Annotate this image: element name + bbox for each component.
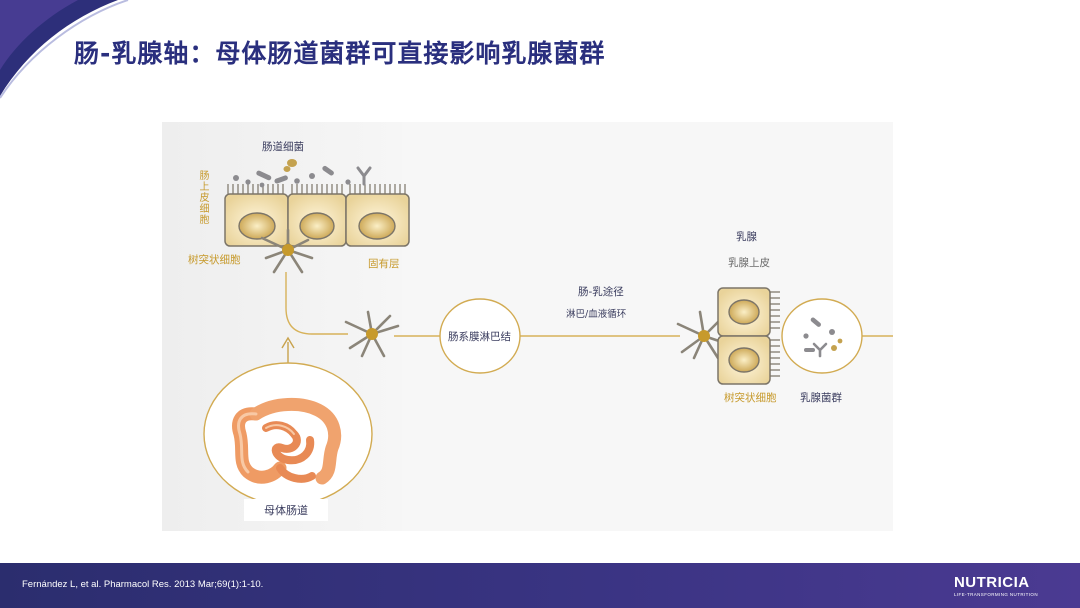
nutricia-logo: NUTRICIA LIFE-TRANSFORMING NUTRITION <box>954 574 1038 597</box>
reference-citation: Fernández L, et al. Pharmacol Res. 2013 … <box>22 579 264 590</box>
maternal-gut-circle <box>203 362 373 506</box>
gut-epithelium-cells <box>224 184 410 247</box>
label-mammary-dendritic-cell: 树突状细胞 <box>724 392 777 404</box>
label-gut-epithelium: 肠上皮细胞 <box>197 170 208 225</box>
intestine-illustration <box>232 397 342 485</box>
label-gut-bacteria: 肠道细菌 <box>262 141 304 153</box>
mammary-bacteria-particles <box>803 317 843 358</box>
mammary-lumen <box>781 298 863 374</box>
migrating-dendritic-cell <box>344 310 400 358</box>
label-mesenteric-lymph-node: 肠系膜淋巴结 <box>448 331 511 343</box>
label-lamina-propria: 固有层 <box>368 258 400 270</box>
slide-title: 肠-乳腺轴：母体肠道菌群可直接影响乳腺菌群 <box>74 39 606 68</box>
mammary-dendritic-cell <box>676 310 730 360</box>
footer-bar: Fernández L, et al. Pharmacol Res. 2013 … <box>0 563 1080 608</box>
label-enteromammary-route: 肠-乳途径 <box>578 286 624 298</box>
corner-swoosh-decoration <box>0 0 129 99</box>
gut-mammary-axis-diagram: 肠道细菌 肠上皮细胞 树突状细胞 固有层 肠系膜淋巴结 肠-乳途径 淋巴/血液循… <box>162 122 893 531</box>
label-mammary-gland: 乳腺 <box>736 231 757 243</box>
gut-dendritic-cell <box>260 228 314 274</box>
label-maternal-gut: 母体肠道 <box>244 499 328 521</box>
logo-wordmark: NUTRICIA <box>953 574 1030 591</box>
enteromammary-pathway-lines <box>285 272 893 337</box>
gut-bacteria-particles <box>233 159 372 188</box>
label-gut-dendritic-cell: 树突状细胞 <box>188 254 241 266</box>
logo-tagline: LIFE-TRANSFORMING NUTRITION <box>953 592 1038 597</box>
mammary-epithelium-cells <box>717 287 780 385</box>
label-lymph-blood: 淋巴/血液循环 <box>566 309 627 320</box>
mesenteric-lymph-node <box>439 298 521 374</box>
label-mammary-epithelium: 乳腺上皮 <box>728 257 770 269</box>
label-mammary-microbiota: 乳腺菌群 <box>800 392 842 404</box>
diagram-artwork <box>162 122 893 531</box>
